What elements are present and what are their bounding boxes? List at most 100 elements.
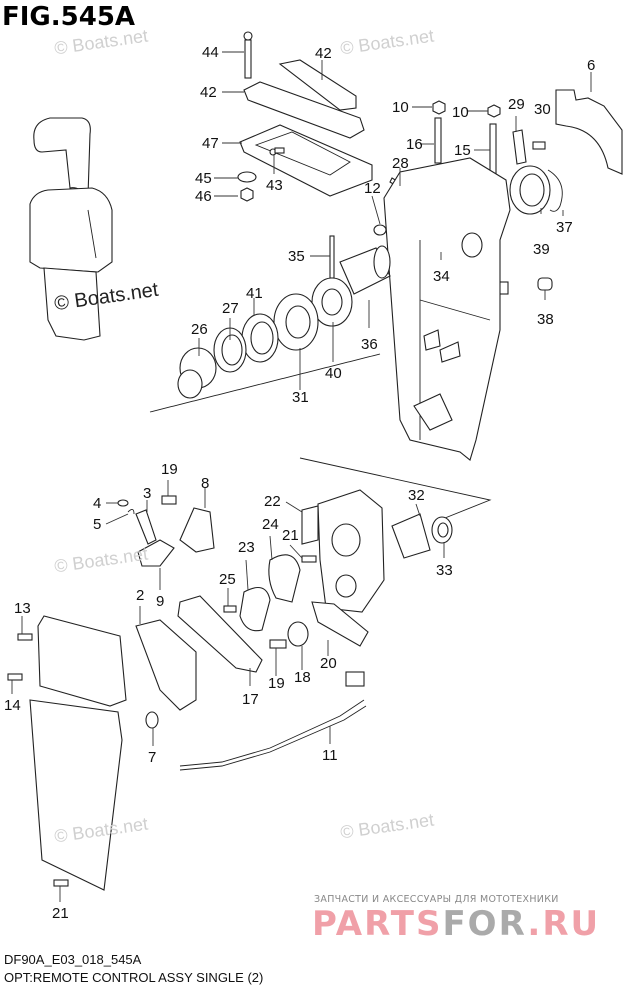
washer-4 [117, 499, 129, 507]
screw-21a [301, 555, 317, 563]
ring-27 [213, 327, 247, 373]
seal-33 [431, 516, 453, 544]
callout-35: 35 [288, 248, 305, 265]
assembly-guide-line-lower [299, 457, 492, 521]
callout-31: 31 [292, 389, 309, 406]
callout-8: 8 [201, 475, 209, 492]
callout-27: 27 [222, 300, 239, 317]
promo-logo-parts: PARTS [312, 904, 443, 944]
callout-21: 21 [52, 905, 69, 922]
figure-title: FIG.545A [2, 2, 136, 32]
callout-32: 32 [408, 487, 425, 504]
clip-5 [127, 509, 135, 515]
callout-38: 38 [537, 311, 554, 328]
callout-3: 3 [143, 485, 151, 502]
pin-35 [329, 235, 335, 279]
callout-23: 23 [238, 539, 255, 556]
lever-9 [137, 539, 175, 567]
callout-21: 21 [282, 527, 299, 544]
shaft-3 [135, 509, 157, 545]
callout-46: 46 [195, 188, 212, 205]
cap-38 [537, 277, 553, 291]
callout-10: 10 [392, 99, 409, 116]
gear-36 [339, 245, 391, 295]
callout-47: 47 [202, 135, 219, 152]
screw-21b [53, 879, 69, 887]
switch-cable-11 [179, 671, 367, 771]
assembly-guide-line-upper [149, 353, 381, 413]
callout-24: 24 [262, 516, 279, 533]
link-20 [311, 601, 369, 647]
callout-4: 4 [93, 495, 101, 512]
callout-41: 41 [246, 285, 263, 302]
callout-18: 18 [294, 669, 311, 686]
cover-plate-42 [243, 59, 365, 139]
plate-6 [555, 89, 623, 175]
callout-labels: 44 42 42 47 45 46 43 10 10 16 15 29 30 6… [4, 44, 595, 922]
callout-40: 40 [325, 365, 342, 382]
cam-31 [273, 293, 319, 351]
callout-26: 26 [191, 321, 208, 338]
callout-33: 33 [436, 562, 453, 579]
holder-32 [391, 513, 431, 559]
screw-43 [269, 147, 285, 156]
callout-34: 34 [433, 268, 450, 285]
drawing-code: DF90A_E03_018_545A [4, 952, 142, 967]
screw-30 [532, 141, 546, 150]
screw-44 [243, 31, 253, 79]
callout-11: 11 [322, 747, 338, 764]
ring-41 [241, 313, 279, 363]
promo-tagline: ЗАПЧАСТИ И АКСЕССУАРЫ ДЛЯ МОТОТЕХНИКИ [314, 894, 559, 905]
housing-lower [317, 489, 385, 613]
callout-37: 37 [556, 219, 573, 236]
promo-logo-for: FOR [442, 904, 528, 944]
bracket-8 [179, 507, 215, 553]
cover-2 [135, 619, 197, 711]
callout-17: 17 [242, 691, 259, 708]
callout-5: 5 [93, 516, 101, 533]
callout-29: 29 [508, 96, 525, 113]
callout-13: 13 [14, 600, 31, 617]
callout-14: 14 [4, 697, 21, 714]
callout-15: 15 [454, 142, 471, 159]
screw-25 [223, 605, 237, 613]
callout-2: 2 [136, 587, 144, 604]
screw-14 [7, 673, 23, 681]
back-plate [29, 699, 123, 891]
screw-13 [17, 633, 33, 641]
main-housing [383, 157, 511, 461]
lever-17 [177, 595, 263, 673]
callout-30: 30 [534, 101, 551, 118]
washer-40 [311, 277, 353, 327]
callout-42: 42 [200, 84, 217, 101]
callout-44: 44 [202, 44, 219, 61]
callout-42: 42 [315, 45, 332, 62]
callout-22: 22 [264, 493, 281, 510]
nut-10a [432, 100, 446, 115]
circlip-37 [547, 169, 563, 212]
plate-24 [268, 554, 301, 603]
seal-39 [509, 165, 551, 215]
promo-logo-ru: .RU [527, 904, 601, 944]
callout-7: 7 [148, 749, 156, 766]
base-plate-47 [239, 124, 373, 197]
control-handle [29, 117, 113, 341]
washer-18 [287, 621, 309, 647]
callout-45: 45 [195, 170, 212, 187]
callout-36: 36 [361, 336, 378, 353]
figure-caption: OPT:REMOTE CONTROL ASSY SINGLE (2) [4, 970, 264, 985]
callout-12: 12 [364, 180, 381, 197]
promo-logo[interactable]: PARTSFOR.RU [312, 904, 600, 944]
seal-7 [145, 711, 159, 729]
callout-28: 28 [392, 155, 409, 172]
callout-10: 10 [452, 104, 469, 121]
callout-19: 19 [161, 461, 178, 478]
screw-19a [161, 495, 177, 505]
cap-12 [373, 224, 387, 236]
stud-16 [434, 117, 442, 164]
washer-45 [237, 171, 257, 183]
callout-6: 6 [587, 57, 595, 74]
callout-43: 43 [266, 177, 283, 194]
frame-plate [37, 615, 127, 707]
